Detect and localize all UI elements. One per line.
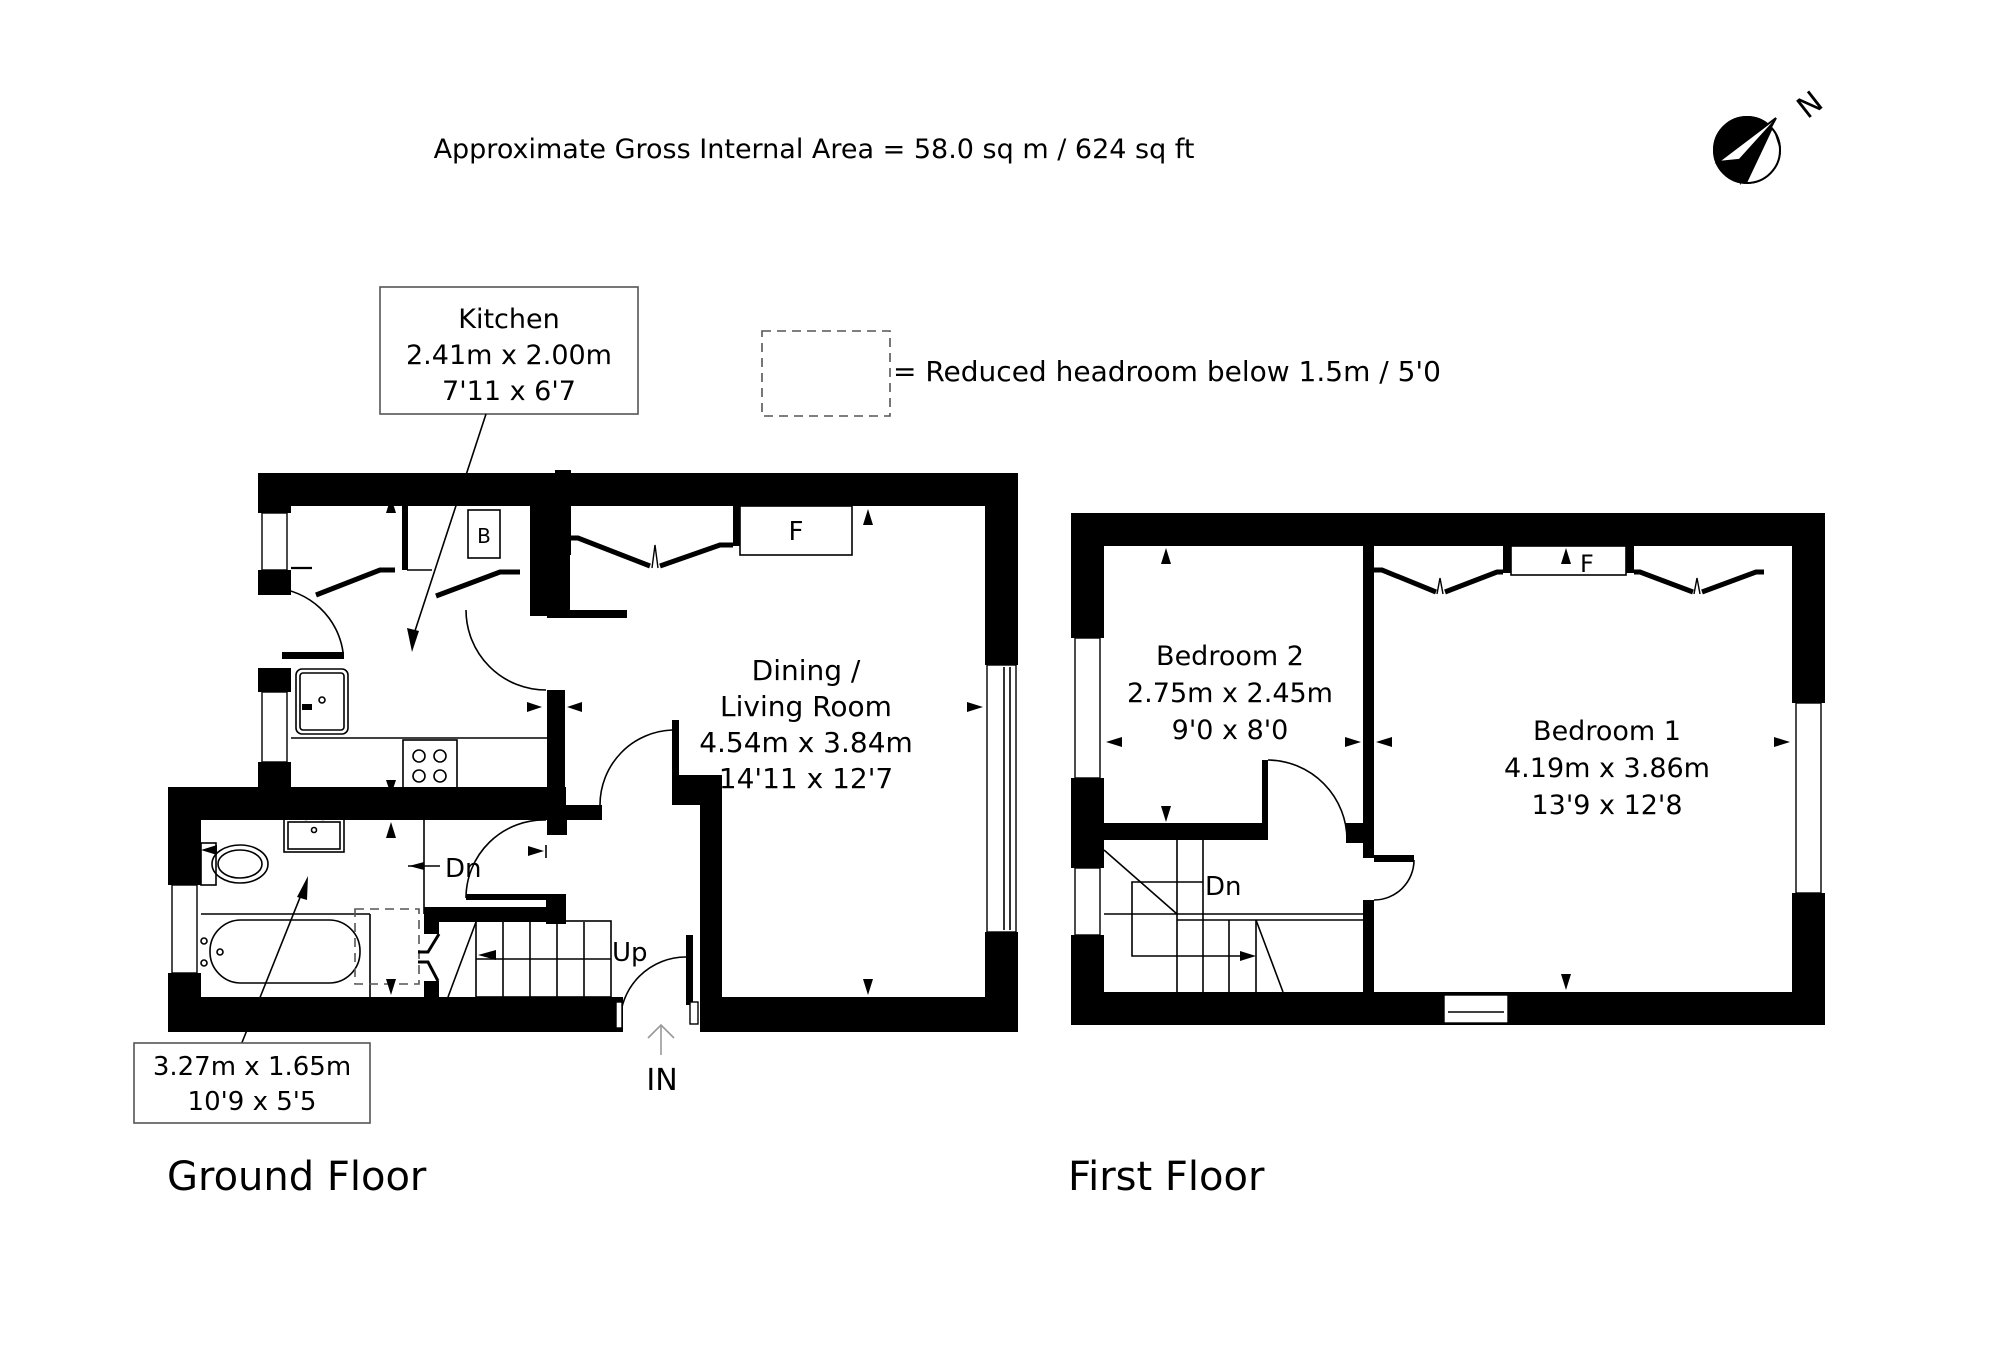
bedroom2-imperial: 9'0 x 8'0	[1172, 715, 1289, 746]
bedroom1-metric: 4.19m x 3.86m	[1504, 753, 1710, 784]
gross-area-text: Approximate Gross Internal Area = 58.0 s…	[434, 134, 1195, 165]
bedroom1-name: Bedroom 1	[1533, 716, 1681, 747]
bathroom-metric: 3.27m x 1.65m	[153, 1052, 351, 1082]
headroom-legend: = Reduced headroom below 1.5m / 5'0	[761, 330, 1441, 417]
living-name-line1: Dining /	[752, 654, 861, 687]
kitchen-metric: 2.41m x 2.00m	[406, 340, 612, 371]
kitchen-name: Kitchen	[458, 304, 559, 335]
kitchen-label-box: Kitchen 2.41m x 2.00m 7'11 x 6'7	[379, 286, 639, 652]
compass-north-label: N	[1791, 85, 1830, 126]
ground-floor-plan: B	[133, 470, 1018, 1124]
living-fireplace-label: F	[789, 517, 804, 547]
living-name-line2: Living Room	[720, 690, 892, 723]
ground-stairs-down-label: Dn	[445, 854, 482, 884]
entrance-arrow-icon	[647, 1023, 675, 1055]
bedroom2-metric: 2.75m x 2.45m	[1127, 678, 1333, 709]
entrance-label: IN	[646, 1063, 677, 1098]
first-floor-title: First Floor	[1068, 1154, 1265, 1200]
ground-stairs-up-label: Up	[612, 938, 648, 968]
bedroom2-name: Bedroom 2	[1156, 641, 1304, 672]
north-arrow-icon: N	[1713, 85, 1830, 186]
boiler-label: B	[477, 524, 491, 548]
living-metric: 4.54m x 3.84m	[699, 726, 913, 759]
bedroom1-imperial: 13'9 x 12'8	[1531, 790, 1682, 821]
kitchen-imperial: 7'11 x 6'7	[442, 376, 576, 407]
living-imperial: 14'11 x 12'7	[719, 762, 893, 795]
headroom-legend-text: = Reduced headroom below 1.5m / 5'0	[893, 355, 1441, 388]
bathroom-imperial: 10'9 x 5'5	[188, 1087, 317, 1117]
bedroom1-fireplace-label: F	[1580, 550, 1594, 578]
first-floor-plan: Bedroom 2 2.75m x 2.45m 9'0 x 8'0 F Bedr…	[1071, 513, 1825, 1025]
first-stairs-down-label: Dn	[1205, 872, 1242, 902]
ground-floor-title: Ground Floor	[167, 1154, 427, 1200]
